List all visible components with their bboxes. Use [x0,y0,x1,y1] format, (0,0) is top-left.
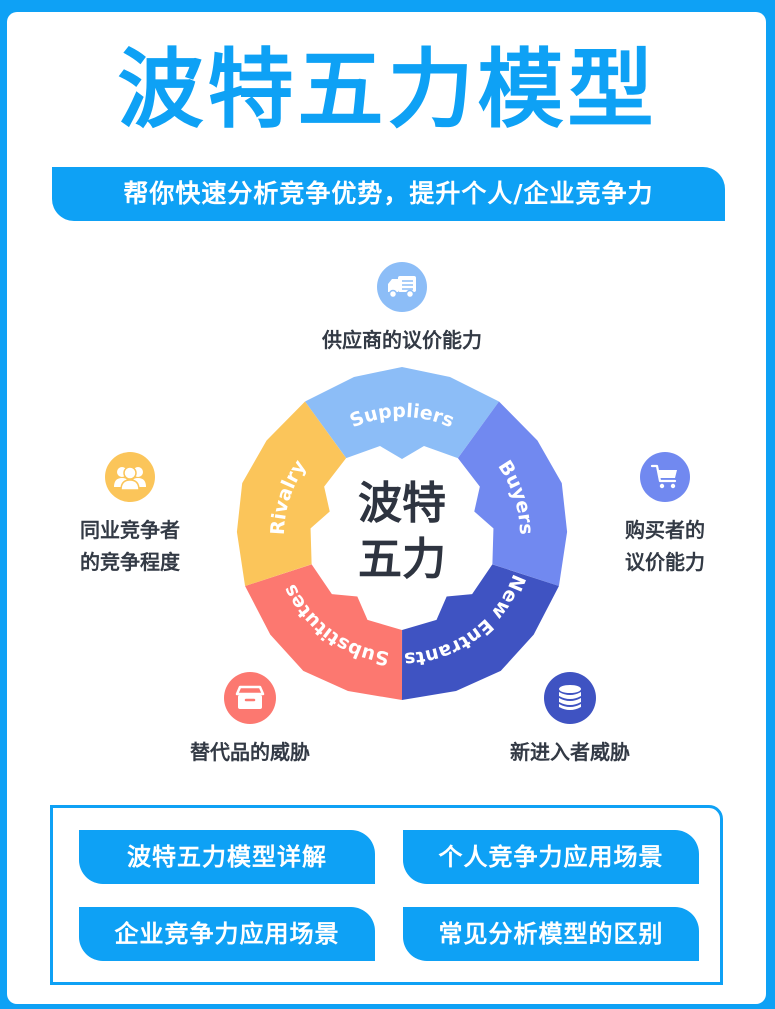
force-label-line1: 购买者的 [625,518,705,542]
segment-new-entrants [401,564,559,701]
force-label: 新进入者威胁 [510,740,630,764]
link-button[interactable]: 常见分析模型的区别 [403,907,699,961]
segment-rivalry [236,401,347,586]
force-label: 替代品的威胁 [190,740,310,764]
page-title: 波特五力模型 [117,40,658,140]
force-new-entrants: 新进入者威胁 [480,672,660,768]
users-icon [105,452,155,502]
force-substitutes: 替代品的威胁 [150,672,350,768]
wheel-center-text: 波特 五力 [332,476,472,588]
five-forces-wheel: Suppliers Buyers New Entrants Substitute… [236,367,568,701]
subtitle-banner: 帮你快速分析竞争优势，提升个人/企业竞争力 [52,167,725,221]
segment-suppliers [305,367,499,459]
link-button[interactable]: 个人竞争力应用场景 [403,830,699,884]
cart-icon [640,452,690,502]
related-links-panel: 波特五力模型详解 个人竞争力应用场景 企业竞争力应用场景 常见分析模型的区别 [50,805,723,985]
link-button[interactable]: 企业竞争力应用场景 [79,907,375,961]
center-line-2: 五力 [358,534,446,585]
segment-buyers [457,401,568,586]
force-label-line1: 同业竞争者 [80,518,180,542]
segment-substitutes [245,564,403,701]
truck-icon [377,262,427,312]
force-suppliers: 供应商的议价能力 [302,262,502,356]
force-rivalry: 同业竞争者 的竞争程度 [50,452,210,578]
center-line-1: 波特 [358,478,446,529]
link-button[interactable]: 波特五力模型详解 [79,830,375,884]
box-icon [224,672,276,724]
force-label-line2: 的竞争程度 [80,550,180,574]
force-buyers: 购买者的 议价能力 [600,452,730,578]
force-label: 供应商的议价能力 [322,328,482,352]
force-label-line2: 议价能力 [625,550,705,574]
database-icon [544,672,596,724]
